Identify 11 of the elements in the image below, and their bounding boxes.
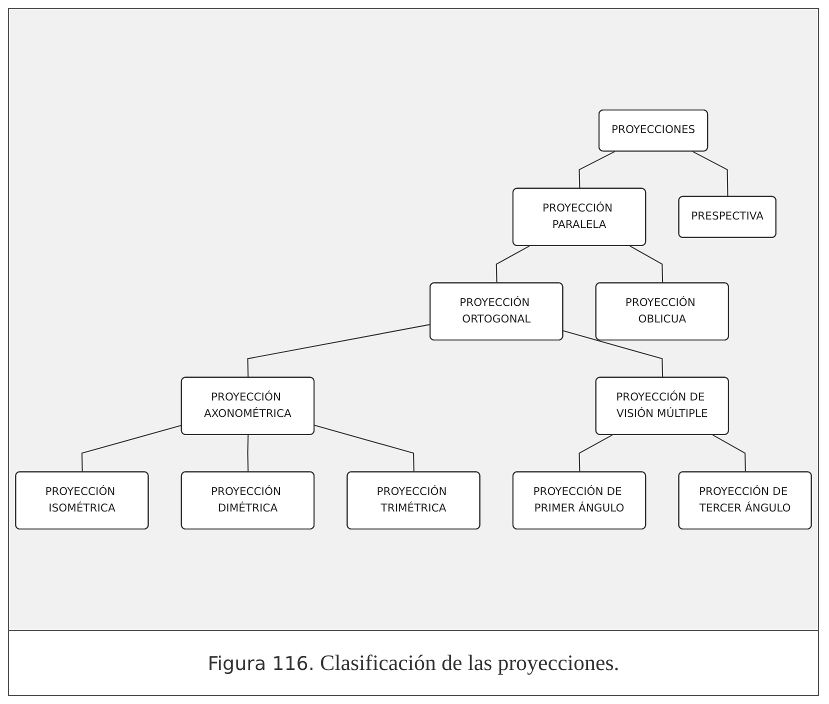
connector xyxy=(712,434,746,472)
connector xyxy=(562,330,664,378)
connector xyxy=(247,434,249,472)
connector xyxy=(578,434,613,472)
connector xyxy=(578,150,616,189)
connector xyxy=(247,324,431,378)
connector xyxy=(81,424,182,472)
connector xyxy=(630,245,664,284)
connector xyxy=(314,424,414,472)
figure-caption: Figura 116. Clasificación de las proyecciones. xyxy=(208,650,620,676)
connector xyxy=(496,245,530,284)
